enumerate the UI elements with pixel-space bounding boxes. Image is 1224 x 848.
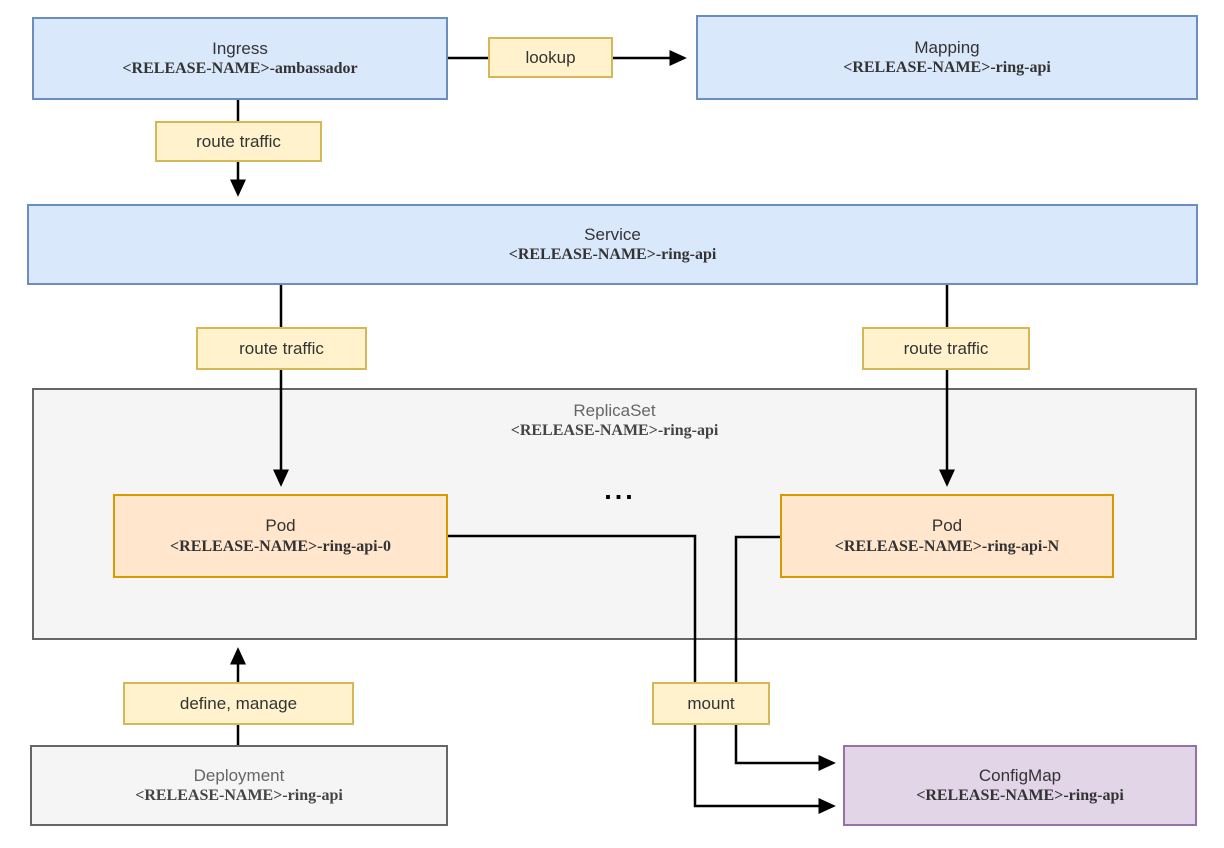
node-ingress-subtitle: <RELEASE-NAME>-ambassador (122, 60, 358, 78)
node-deployment-subtitle: <RELEASE-NAME>-ring-api (135, 787, 343, 805)
node-configmap-title: ConfigMap (978, 765, 1062, 785)
node-service-subtitle: <RELEASE-NAME>-ring-api (508, 246, 717, 264)
node-configmap: ConfigMap <RELEASE-NAME>-ring-api (843, 745, 1197, 826)
edge-label-route-traffic-pod-n: route traffic (862, 327, 1030, 370)
node-pod-n: Pod <RELEASE-NAME>-ring-api-N (780, 494, 1114, 578)
node-mapping-subtitle: <RELEASE-NAME>-ring-api (843, 59, 1051, 77)
node-mapping: Mapping <RELEASE-NAME>-ring-api (696, 15, 1198, 100)
node-service-title: Service (584, 224, 641, 244)
node-pod-0: Pod <RELEASE-NAME>-ring-api-0 (113, 494, 448, 578)
pods-ellipsis: ... (604, 475, 636, 505)
node-deployment: Deployment <RELEASE-NAME>-ring-api (30, 745, 448, 826)
node-replicaset-title: ReplicaSet (573, 401, 656, 420)
edge-label-route-traffic-pod-0: route traffic (196, 327, 367, 370)
node-pod-n-title: Pod (931, 516, 963, 536)
edge-label-define-manage: define, manage (123, 682, 354, 725)
edge-label-lookup: lookup (488, 37, 613, 78)
edge-label-route-traffic-ingress: route traffic (155, 121, 322, 162)
node-ingress-title: Ingress (212, 38, 268, 58)
node-replicaset-subtitle: <RELEASE-NAME>-ring-api (510, 422, 719, 440)
node-pod-0-subtitle: <RELEASE-NAME>-ring-api-0 (170, 537, 391, 555)
node-deployment-title: Deployment (193, 765, 285, 785)
node-pod-0-title: Pod (265, 516, 296, 536)
edge-label-mount: mount (652, 682, 770, 725)
node-ingress: Ingress <RELEASE-NAME>-ambassador (32, 17, 448, 100)
node-mapping-title: Mapping (914, 37, 980, 57)
node-service: Service <RELEASE-NAME>-ring-api (27, 204, 1198, 285)
node-pod-n-subtitle: <RELEASE-NAME>-ring-api-N (834, 537, 1060, 555)
node-configmap-subtitle: <RELEASE-NAME>-ring-api (916, 787, 1124, 805)
